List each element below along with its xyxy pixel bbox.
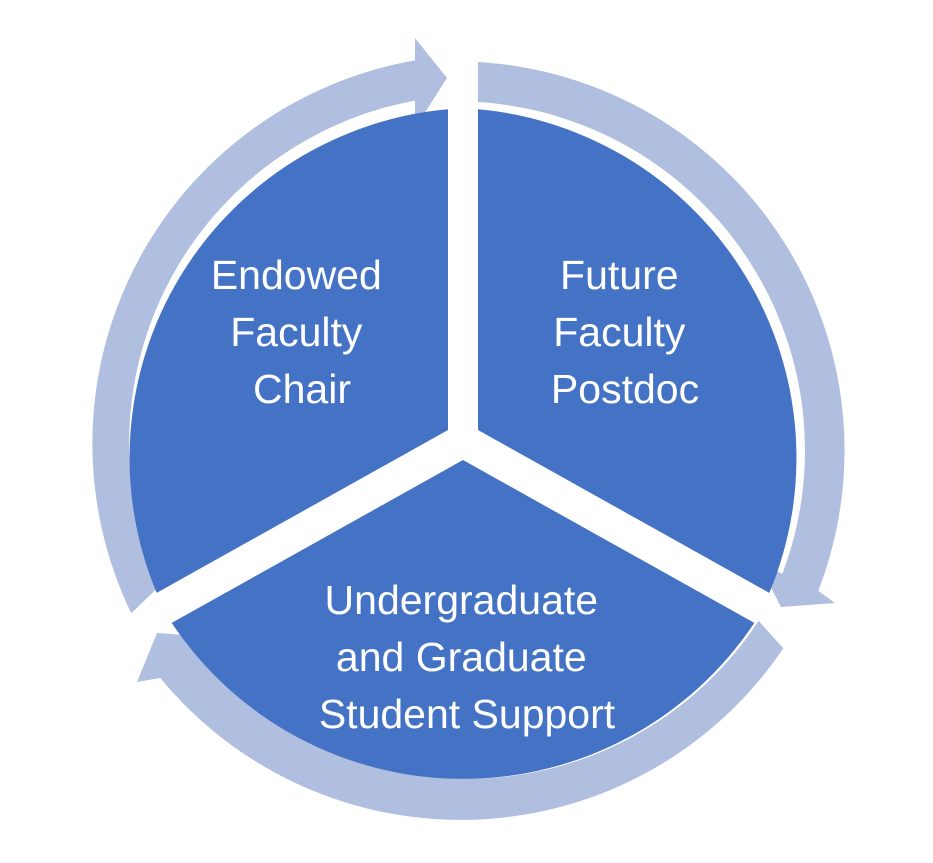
labels: Endowed Faculty Chair Future Faculty Pos… (211, 252, 699, 737)
label-line: and Graduate (336, 634, 587, 680)
segments (129, 109, 797, 779)
segment-future-faculty-postdoc (478, 109, 797, 593)
arrow-future-to-student (478, 62, 845, 607)
label-endowed-faculty-chair: Endowed Faculty Chair (211, 252, 393, 412)
label-line: Student Support (319, 691, 616, 737)
label-line: Faculty (230, 309, 363, 355)
label-student-support: Undergraduate and Graduate Student Suppo… (319, 577, 616, 737)
arrow-endowed-to-future (92, 38, 448, 614)
arrow-ring (92, 38, 845, 820)
label-line: Endowed (211, 252, 382, 298)
label-line: Chair (253, 366, 351, 412)
segment-student-support (171, 460, 755, 779)
label-line: Postdoc (551, 366, 699, 412)
arrow-student-to-endowed (137, 620, 784, 820)
label-line: Undergraduate (325, 577, 599, 623)
label-line: Faculty (553, 309, 686, 355)
label-future-faculty-postdoc: Future Faculty Postdoc (551, 252, 699, 412)
segment-endowed-faculty-chair (129, 109, 448, 593)
label-line: Future (560, 252, 679, 298)
